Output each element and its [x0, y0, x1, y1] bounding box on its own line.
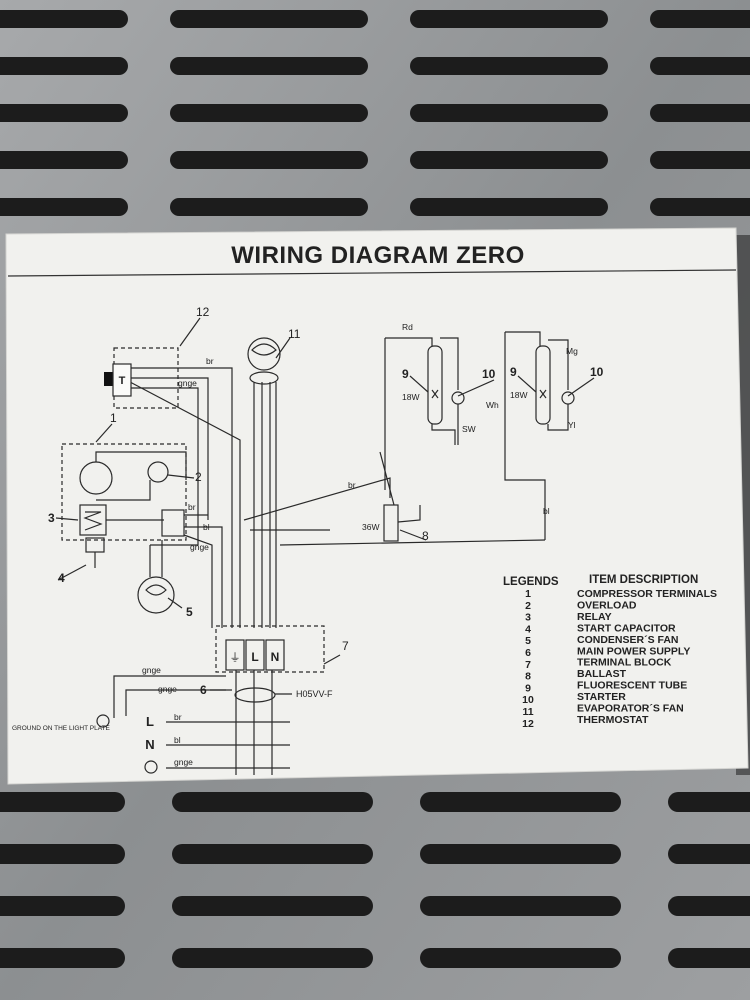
diagram-plate: WIRING DIAGRAM ZERO — [5, 227, 749, 785]
wire-label-gnge-E: gnge — [174, 757, 193, 767]
earth-symbol: ⏚ — [230, 651, 241, 664]
legend-item-description: STARTER — [577, 691, 626, 703]
legend-item-description: COMPRESSOR TERMINALS — [577, 588, 717, 600]
legend-item-number: 10 — [522, 694, 534, 706]
legend-item-number: 9 — [525, 682, 531, 694]
wire-label-br-mid: br — [348, 480, 356, 490]
ground-plate-label: GROUND ON THE LIGHT PLATE — [12, 725, 111, 732]
legend-item-number: 12 — [522, 718, 534, 730]
grille-slots-bottom — [0, 770, 750, 1000]
callout-4: 4 — [58, 571, 65, 585]
wire-label-br-L: br — [174, 712, 182, 722]
wire-label-gnge-relay: gnge — [190, 542, 209, 552]
thermostat-terminal-T: T — [119, 375, 126, 387]
legend-item-description: EVAPORATOR´S FAN — [577, 703, 684, 715]
wiring-lines — [55, 317, 595, 775]
callout-9a: 9 — [402, 367, 409, 381]
wire-label-gnge-top: gnge — [178, 378, 197, 388]
wire-label-bl-right: bl — [543, 506, 550, 516]
callout-7: 7 — [342, 639, 349, 653]
callout-11: 11 — [288, 327, 301, 341]
rating-tube-a: 18W — [402, 392, 419, 402]
wire-label-bl-N: bl — [174, 735, 181, 745]
supply-N: N — [145, 737, 154, 752]
callout-10b: 10 — [590, 365, 604, 379]
legend-header-legends: LEGENDS — [503, 576, 559, 588]
cable-type: H05VV-F — [296, 689, 333, 699]
legend-item-description: TERMINAL BLOCK — [577, 657, 672, 669]
legend-item-number: 5 — [525, 635, 531, 647]
supply-L: L — [146, 714, 154, 729]
thermostat-knob — [104, 372, 114, 386]
wire-label-gnge-main: gnge — [142, 665, 161, 675]
callout-12: 12 — [196, 305, 210, 319]
legend-item-number: 7 — [525, 659, 531, 671]
wire-label-mg: Mg — [566, 346, 578, 356]
legend-item-number: 6 — [525, 647, 531, 659]
legend-item-number: 8 — [525, 671, 531, 683]
legend-item-description: BALLAST — [577, 668, 627, 680]
rating-ballast: 36W — [362, 522, 379, 532]
callout-1: 1 — [110, 411, 117, 425]
legend-item-description: CONDENSER´S FAN — [577, 634, 679, 646]
rating-tube-b: 18W — [510, 390, 527, 400]
wire-label-yl: Yl — [568, 420, 576, 430]
wire-label-wh: Wh — [486, 400, 499, 410]
diagram-title: WIRING DIAGRAM ZERO — [231, 242, 524, 269]
wire-label-bl-relay: bl — [203, 522, 210, 532]
callout-2: 2 — [195, 470, 202, 484]
legend-item-description: FLUORESCENT TUBE — [577, 680, 687, 692]
legend-item-description: THERMOSTAT — [577, 714, 649, 726]
wire-label-sw: SW — [462, 424, 476, 434]
legend-item-description: MAIN POWER SUPPLY — [577, 645, 690, 657]
terminal-block-N: N — [271, 650, 280, 664]
legend-item-number: 1 — [525, 588, 531, 600]
callout-3: 3 — [48, 511, 55, 525]
grille-slots-top — [0, 0, 750, 235]
wire-label-rd: Rd — [402, 322, 413, 332]
callout-5: 5 — [186, 605, 193, 619]
legend-header-item-description: ITEM DESCRIPTION — [589, 574, 698, 586]
legend-table: LEGENDS ITEM DESCRIPTION 1 COMPRESSOR TER… — [503, 574, 717, 730]
legend-item-number: 4 — [525, 623, 531, 635]
legend-item-number: 2 — [525, 600, 531, 612]
wire-label-br-relay: br — [188, 502, 196, 512]
legend-item-description: RELAY — [577, 611, 612, 623]
callout-9b: 9 — [510, 365, 517, 379]
legend-item-number: 11 — [522, 706, 533, 718]
terminal-block-L: L — [251, 650, 258, 664]
callout-6: 6 — [200, 683, 207, 697]
callout-10a: 10 — [482, 367, 496, 381]
callout-8: 8 — [422, 529, 429, 543]
legend-item-number: 3 — [525, 612, 531, 624]
thermostat-terminal — [112, 363, 132, 397]
legend-item-description: OVERLOAD — [577, 599, 637, 611]
legend-item-description: START CAPACITOR — [577, 622, 676, 634]
wire-label-br-top: br — [206, 356, 214, 366]
wire-label-gnge-ground: gnge — [158, 684, 177, 694]
